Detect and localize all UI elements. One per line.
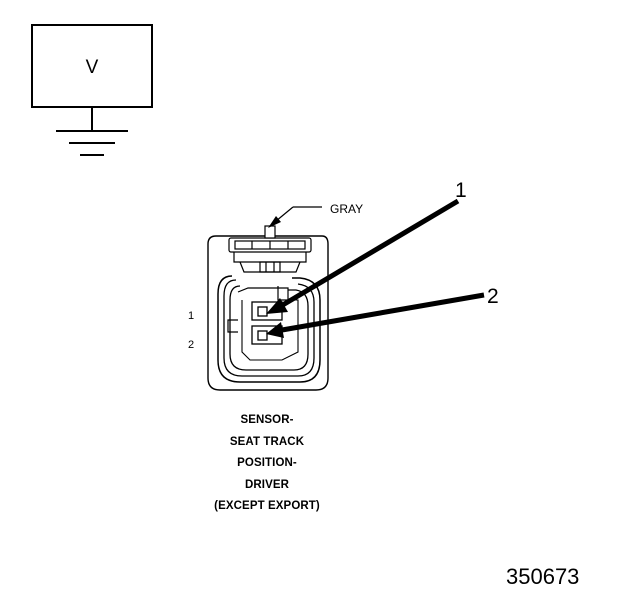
connector-keyway [227, 319, 238, 333]
connector-housing [207, 235, 329, 391]
connector-cavity [237, 286, 289, 301]
callout-number-1: 1 [455, 179, 467, 202]
pin-label-1: 1 [188, 310, 194, 322]
caption-line-2: SEAT TRACK [229, 435, 305, 448]
color-callout: GRAY [268, 202, 363, 228]
voltmeter-symbol: V [31, 24, 153, 156]
callout-number-2: 2 [487, 285, 499, 308]
connector-seal-outer [217, 275, 321, 383]
connector-latch [228, 225, 312, 273]
connector-seal-middle [223, 279, 315, 377]
caption-line-3: POSITION- [237, 457, 297, 469]
caption-line-5: (EXCEPT EXPORT) [214, 500, 320, 512]
voltmeter-box [31, 24, 153, 108]
caption-line-4: DRIVER [244, 478, 290, 491]
callout-arrow-2: 2 [266, 285, 499, 338]
figure-number: 350673 [506, 564, 580, 589]
component-caption: SENSOR- SEAT TRACK POSITION- DRIVER (EXC… [196, 410, 338, 518]
connector-face [207, 225, 329, 391]
connector-inner-wall [241, 299, 299, 361]
color-leader-arrowhead [268, 216, 281, 228]
callout-arrowhead-2 [266, 322, 284, 338]
caption-line-1: SENSOR- [240, 414, 294, 426]
color-label: GRAY [330, 202, 363, 216]
ground-icon [56, 130, 128, 156]
pin-label-2: 2 [188, 339, 194, 351]
voltmeter-label: V [86, 57, 99, 78]
connector-seal-inner [229, 285, 309, 371]
callout-arrow-1: 1 [266, 179, 467, 314]
callout-arrowhead-1 [266, 298, 288, 314]
